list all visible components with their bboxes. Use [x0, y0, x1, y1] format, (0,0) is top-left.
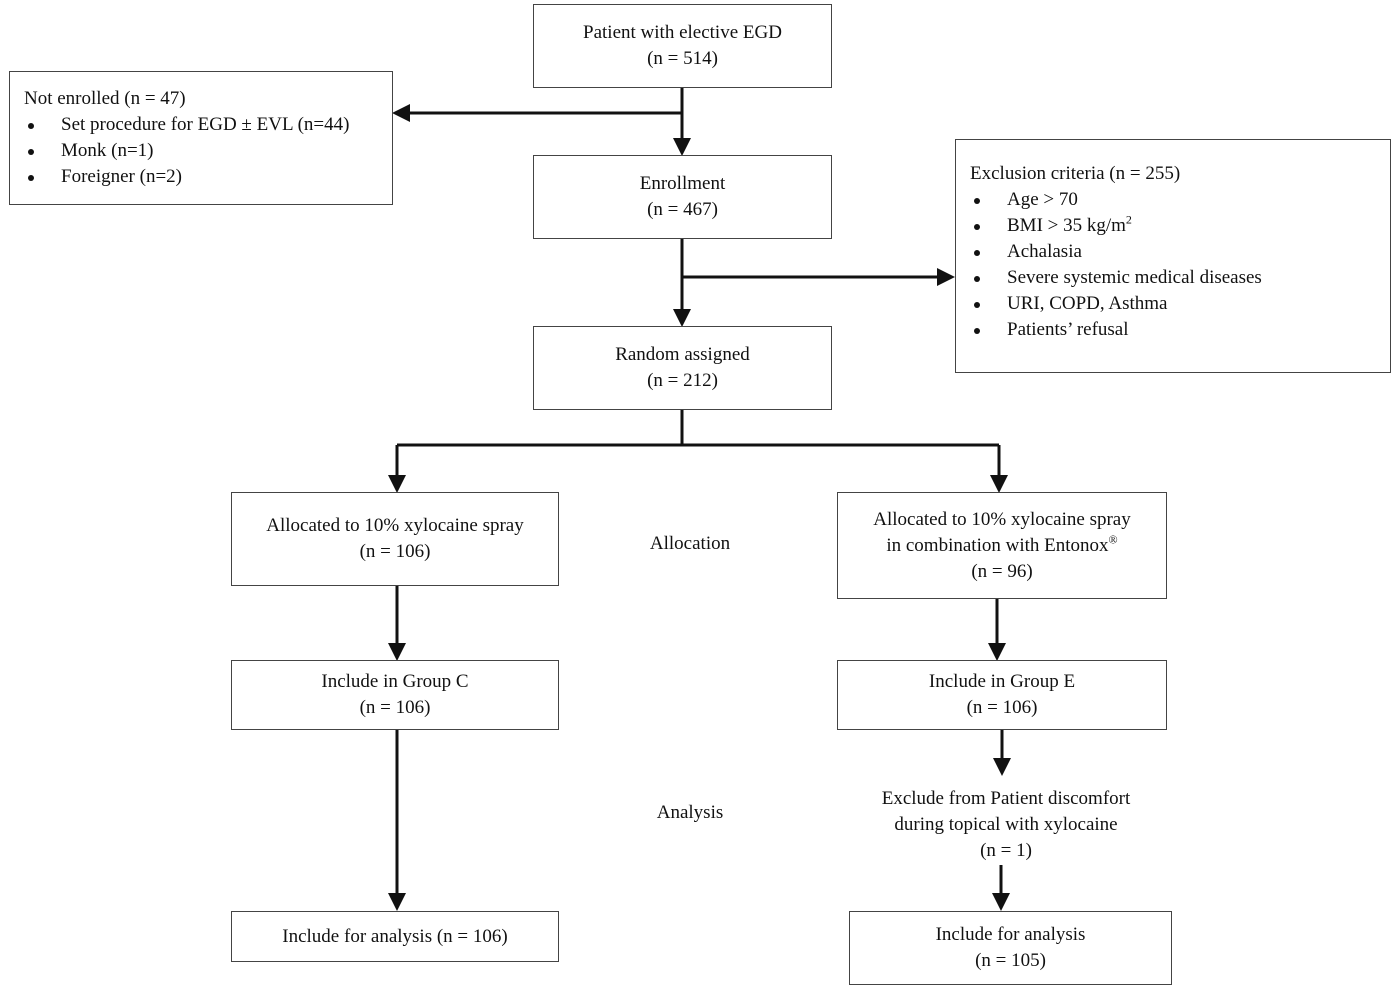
- exclusion-item: URI, COPD, Asthma: [970, 291, 1262, 317]
- analysis-e-title: Include for analysis: [935, 924, 1086, 945]
- random-box: Random assigned (n = 212): [533, 326, 832, 410]
- patients-title: Patient with elective EGD: [583, 22, 782, 43]
- not-enrolled-item: Monk (n=1): [24, 138, 349, 164]
- group-e-box: Include in Group E (n = 106): [837, 660, 1167, 730]
- analysis-c-box: Include for analysis (n = 106): [231, 911, 559, 962]
- random-count: (n = 212): [647, 370, 718, 391]
- analysis-e-box: Include for analysis (n = 105): [849, 911, 1172, 985]
- not-enrolled-list: Set procedure for EGD ± EVL (n=44) Monk …: [24, 112, 349, 190]
- exclusion-item: Patients’ refusal: [970, 317, 1262, 343]
- enrollment-count: (n = 467): [647, 199, 718, 220]
- alloc-e-line2-wrap: in combination with Entonox®: [886, 533, 1117, 559]
- enrollment-title: Enrollment: [639, 173, 726, 194]
- alloc-c-count: (n = 106): [359, 541, 431, 562]
- alloc-c-title: Allocated to 10% xylocaine spray: [266, 515, 524, 536]
- patients-count: (n = 514): [647, 48, 718, 69]
- phase-label-analysis: Analysis: [656, 802, 724, 823]
- alloc-c-box: Allocated to 10% xylocaine spray (n = 10…: [231, 492, 559, 586]
- exclusion-box: Exclusion criteria (n = 255) Age > 70 BM…: [955, 139, 1391, 373]
- exclude-e-line1: Exclude from Patient discomfort: [881, 788, 1131, 809]
- not-enrolled-item: Foreigner (n=2): [24, 164, 349, 190]
- phase-label-allocation: Allocation: [649, 533, 731, 554]
- exclusion-title: Exclusion criteria (n = 255): [970, 163, 1181, 184]
- patients-box: Patient with elective EGD (n = 514): [533, 4, 832, 88]
- bmi-superscript: 2: [1125, 212, 1132, 227]
- alloc-e-line1: Allocated to 10% xylocaine spray: [873, 508, 1131, 530]
- alloc-e-line2: in combination with Entonox: [886, 534, 1109, 556]
- exclude-e-count: (n = 1): [980, 840, 1032, 861]
- exclude-e-note: Exclude from Patient discomfort during t…: [846, 786, 1166, 864]
- analysis-e-count: (n = 105): [975, 950, 1046, 971]
- exclude-e-line2: during topical with xylocaine: [894, 814, 1118, 835]
- exclusion-item: Age > 70: [970, 187, 1262, 213]
- not-enrolled-box: Not enrolled (n = 47) Set procedure for …: [9, 71, 393, 205]
- group-c-title: Include in Group C: [321, 671, 469, 692]
- group-e-title: Include in Group E: [928, 671, 1076, 692]
- registered-mark: ®: [1108, 532, 1118, 547]
- random-title: Random assigned: [615, 344, 750, 365]
- group-e-count: (n = 106): [966, 697, 1038, 718]
- exclusion-list: Age > 70 BMI > 35 kg/m2 Achalasia Severe…: [970, 187, 1262, 343]
- not-enrolled-title: Not enrolled (n = 47): [24, 88, 186, 109]
- group-c-box: Include in Group C (n = 106): [231, 660, 559, 730]
- analysis-c-title: Include for analysis (n = 106): [282, 925, 508, 947]
- enrollment-box: Enrollment (n = 467): [533, 155, 832, 239]
- not-enrolled-item: Set procedure for EGD ± EVL (n=44): [24, 112, 349, 138]
- exclusion-item-bmi-text: BMI > 35 kg/m: [1007, 215, 1126, 236]
- exclusion-item: Severe systemic medical diseases: [970, 265, 1262, 291]
- alloc-e-count: (n = 96): [971, 560, 1033, 582]
- alloc-e-box: Allocated to 10% xylocaine spray in comb…: [837, 492, 1167, 599]
- group-c-count: (n = 106): [359, 697, 431, 718]
- exclusion-item-bmi: BMI > 35 kg/m2: [970, 213, 1262, 239]
- exclusion-item: Achalasia: [970, 239, 1262, 265]
